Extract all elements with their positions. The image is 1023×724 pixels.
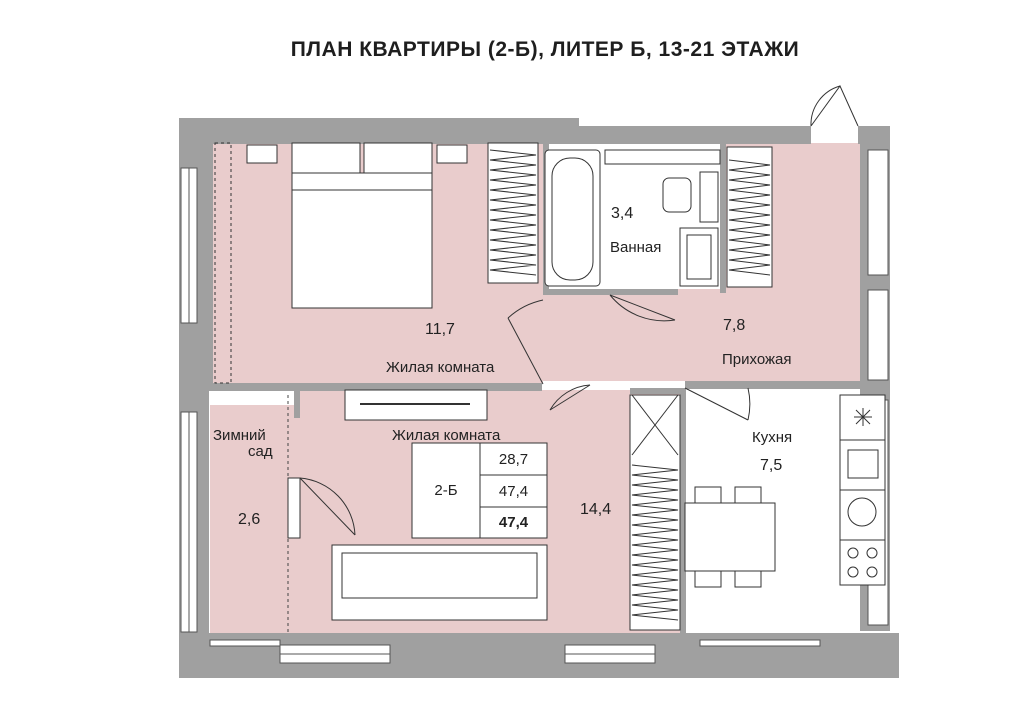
doors: [299, 294, 751, 536]
bedroom-wardrobe-pattern: [489, 149, 537, 276]
summary-table: [411, 442, 548, 539]
winter-garden-name-1: Зимний: [213, 427, 266, 444]
windows: [180, 149, 889, 664]
garden-door: [287, 477, 301, 539]
asterisk-icon: [854, 408, 872, 426]
winter-garden-floor: [210, 405, 300, 633]
bedroom-name: Жилая комната: [386, 359, 495, 376]
table-total-area-bold: 47,4: [498, 514, 529, 531]
plan-title: ПЛАН КВАРТИРЫ (2-Б), ЛИТЕР Б, 13-21 ЭТАЖ…: [290, 38, 800, 61]
kitchen-furniture: [684, 394, 886, 588]
winter-garden-name-2: сад: [248, 443, 273, 460]
hallway-area: 7,8: [723, 317, 746, 334]
living-furniture: [331, 389, 548, 621]
bathroom-fixtures: [544, 149, 721, 287]
hallway-name: Прихожая: [722, 351, 792, 368]
bathroom-area: 3,4: [611, 205, 634, 222]
living-name: Жилая комната: [392, 427, 501, 444]
kitchen-name: Кухня: [752, 429, 793, 446]
table-total-area: 47,4: [498, 482, 529, 500]
entrance-door: [810, 85, 859, 127]
table-type: 2-Б: [434, 482, 458, 499]
living-area: 14,4: [580, 501, 612, 518]
hallway-wardrobe-pattern: [728, 159, 771, 276]
winter-garden-area: 2,6: [238, 511, 261, 528]
bedroom-furniture: [214, 142, 539, 384]
bedroom-area: 11,7: [425, 321, 455, 338]
kitchen-area: 7,5: [760, 457, 783, 474]
bathroom-name: Ванная: [610, 239, 662, 256]
table-living-area: 28,7: [498, 450, 529, 468]
